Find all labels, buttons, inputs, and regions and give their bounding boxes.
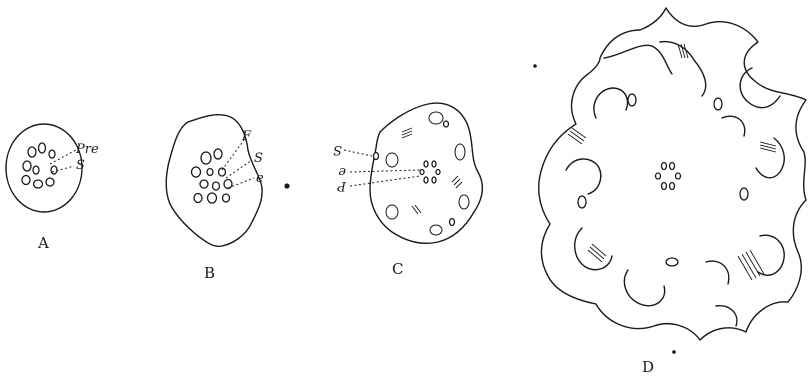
panel-c-lacuna: [429, 112, 443, 124]
panel-c-stele: [420, 161, 440, 183]
panel-c-pointer-e: [350, 170, 420, 172]
panel-d: D: [539, 8, 806, 376]
panel-a-label-pre: Pre: [75, 142, 99, 157]
stray-dot-top: [533, 64, 537, 68]
panel-b-caption: B: [204, 264, 215, 282]
panel-a: Pre S A: [6, 124, 99, 252]
panel-c-lacuna: [430, 225, 442, 235]
panel-d-caption: D: [642, 358, 654, 376]
panel-c-lacuna: [386, 153, 398, 167]
panel-b-label-s: S: [254, 151, 263, 166]
panel-d-dot: [672, 350, 676, 354]
panel-c-lacuna: [455, 144, 465, 160]
panel-a-bundles: [22, 143, 57, 188]
panel-b-label-e: e: [256, 171, 264, 186]
panel-c-hatch: [402, 128, 462, 214]
panel-b-bundles: [192, 149, 233, 203]
panel-b-label-f: F: [241, 129, 252, 144]
panel-b-pointer-s: [226, 160, 252, 178]
panel-c-pointer-p: [350, 176, 420, 186]
panel-c-lacuna: [386, 205, 398, 219]
panel-d-stele: [656, 163, 681, 190]
panel-c: S e P C: [333, 103, 482, 278]
panel-a-outline: [6, 124, 82, 212]
panel-a-label-s: S: [76, 158, 85, 173]
panel-c-pointer-s: [344, 150, 372, 156]
panel-d-outer-outline: [539, 8, 806, 340]
panel-b: F S e B: [166, 115, 264, 282]
stray-dot-b-c: [284, 183, 289, 188]
panel-c-caption: C: [392, 260, 403, 278]
panel-b-pointer-f: [222, 140, 244, 170]
panel-a-caption: A: [37, 234, 49, 252]
panel-d-bundles: [578, 94, 748, 266]
panel-c-label-s: S: [333, 142, 342, 157]
panel-c-outline: [370, 103, 482, 243]
panel-c-label-e: e: [338, 164, 346, 179]
panel-c-lacuna: [459, 195, 469, 209]
panel-c-label-p: P: [337, 178, 347, 193]
